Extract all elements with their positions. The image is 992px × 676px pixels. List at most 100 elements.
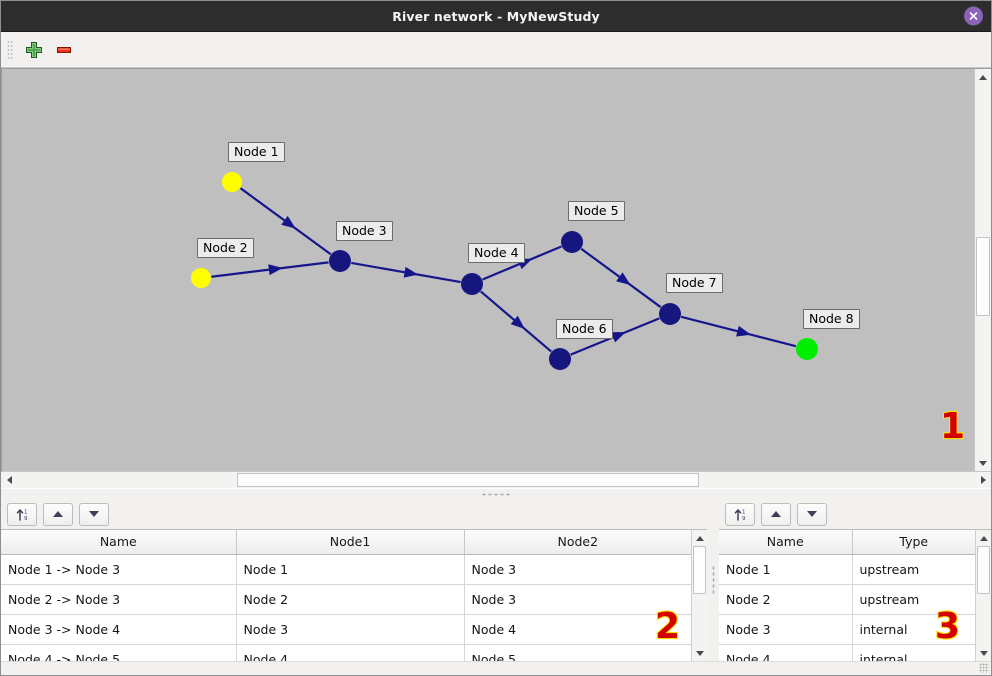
horizontal-scroll-track[interactable] xyxy=(17,472,975,488)
graph-node-node-3[interactable] xyxy=(329,250,351,272)
graph-node-node-7[interactable] xyxy=(659,303,681,325)
minus-icon xyxy=(57,46,71,53)
reaches-move-down-button[interactable] xyxy=(79,502,109,526)
reaches-cell-name[interactable]: Node 3 -> Node 4 xyxy=(1,614,237,645)
nodes-scroll-down-arrow[interactable] xyxy=(976,645,991,661)
reaches-cell-node1[interactable]: Node 2 xyxy=(236,584,465,615)
scroll-left-arrow[interactable] xyxy=(1,472,17,488)
graph-node-node-6[interactable] xyxy=(549,348,571,370)
reaches-vertical-scrollbar[interactable] xyxy=(691,530,708,661)
reaches-cell-node1[interactable]: Node 3 xyxy=(236,614,465,645)
reaches-cell-node2[interactable]: Node 3 xyxy=(464,554,692,585)
scroll-right-arrow[interactable] xyxy=(975,472,991,488)
scroll-down-arrow[interactable] xyxy=(975,455,991,471)
node-label-node-7[interactable]: Node 7 xyxy=(666,273,723,294)
window-title: River network - MyNewStudy xyxy=(392,8,600,24)
reaches-cell-name[interactable]: Node 4 -> Node 5 xyxy=(1,644,237,661)
diagram-area: Node 1 Node 2 Node 3 Node 4 Node 5 Node 6 Node… xyxy=(1,68,991,471)
reaches-scroll-up-arrow[interactable] xyxy=(692,530,708,546)
sort-icon: 1 9 xyxy=(16,508,28,522)
reaches-column-header-name[interactable]: Name xyxy=(1,530,237,555)
canvas-horizontal-scrollbar[interactable] xyxy=(1,471,991,488)
scroll-up-arrow[interactable] xyxy=(975,69,991,85)
reaches-column-header-node1[interactable]: Node1 xyxy=(236,530,465,555)
callout-3: 3 xyxy=(934,606,961,647)
nodes-move-down-button[interactable] xyxy=(797,502,827,526)
nodes-cell-type[interactable]: internal xyxy=(852,644,975,661)
sort-icon: 1 9 xyxy=(734,508,746,522)
graph-node-node-1[interactable] xyxy=(222,172,242,192)
vertical-splitter[interactable] xyxy=(707,499,719,661)
svg-text:1: 1 xyxy=(24,509,28,515)
toolbar-grip[interactable] xyxy=(7,39,14,60)
graph-node-node-2[interactable] xyxy=(191,268,211,288)
node-label-node-2[interactable]: Node 2 xyxy=(197,238,254,259)
network-canvas[interactable]: Node 1 Node 2 Node 3 Node 4 Node 5 Node 6 Node… xyxy=(1,68,974,471)
reaches-move-up-button[interactable] xyxy=(43,502,73,526)
node-label-node-3[interactable]: Node 3 xyxy=(336,221,393,242)
reaches-scroll-thumb[interactable] xyxy=(693,546,707,594)
horizontal-splitter[interactable] xyxy=(1,488,991,499)
nodes-cell-type[interactable]: upstream xyxy=(852,584,975,615)
canvas-vertical-scrollbar[interactable] xyxy=(974,68,991,471)
node-label-node-1[interactable]: Node 1 xyxy=(228,142,285,163)
reaches-scroll-track[interactable] xyxy=(692,546,708,645)
resize-grip[interactable] xyxy=(979,663,989,673)
vertical-scroll-thumb[interactable] xyxy=(976,237,990,316)
nodes-scroll-up-arrow[interactable] xyxy=(976,530,991,546)
reaches-cell-node2[interactable]: Node 4 xyxy=(464,614,692,645)
nodes-column-header-name[interactable]: Name xyxy=(719,530,853,555)
node-label-node-4[interactable]: Node 4 xyxy=(468,243,525,264)
reaches-cell-name[interactable]: Node 2 -> Node 3 xyxy=(1,584,237,615)
nodes-scroll-track[interactable] xyxy=(976,546,991,645)
reaches-cell-node2[interactable]: Node 3 xyxy=(464,584,692,615)
nodes-cell-name[interactable]: Node 2 xyxy=(719,584,853,615)
nodes-cell-name[interactable]: Node 4 xyxy=(719,644,853,661)
nodes-sort-button[interactable]: 1 9 xyxy=(725,502,755,526)
vsplitter-grip-dots xyxy=(711,565,715,595)
nodes-vertical-scrollbar[interactable] xyxy=(975,530,991,661)
nodes-cell-name[interactable]: Node 3 xyxy=(719,614,853,645)
horizontal-scroll-thumb[interactable] xyxy=(237,473,699,487)
node-label-node-6[interactable]: Node 6 xyxy=(556,319,613,340)
reaches-sort-button[interactable]: 1 9 xyxy=(7,502,37,526)
reaches-scroll-down-arrow[interactable] xyxy=(692,645,708,661)
nodes-cell-type[interactable]: upstream xyxy=(852,554,975,585)
reaches-cell-node1[interactable]: Node 1 xyxy=(236,554,465,585)
node-label-node-8[interactable]: Node 8 xyxy=(803,309,860,330)
nodes-move-up-button[interactable] xyxy=(761,502,791,526)
vertical-scroll-track[interactable] xyxy=(975,85,991,455)
reaches-cell-node1[interactable]: Node 4 xyxy=(236,644,465,661)
close-icon[interactable] xyxy=(964,6,983,26)
nodes-cell-type[interactable]: internal xyxy=(852,614,975,645)
reaches-cell-node2[interactable]: Node 5 xyxy=(464,644,692,661)
node-label-node-5[interactable]: Node 5 xyxy=(568,201,625,222)
nodes-scroll-thumb[interactable] xyxy=(977,546,990,594)
graph-node-node-5[interactable] xyxy=(561,231,583,253)
reaches-column-header-node2[interactable]: Node2 xyxy=(464,530,692,555)
remove-node-button[interactable] xyxy=(49,35,79,65)
graph-node-node-8[interactable] xyxy=(796,338,818,360)
nodes-cell-name[interactable]: Node 1 xyxy=(719,554,853,585)
reaches-cell-name[interactable]: Node 1 -> Node 3 xyxy=(1,554,237,585)
graph-node-node-4[interactable] xyxy=(461,273,483,295)
add-node-button[interactable] xyxy=(19,35,49,65)
nodes-column-header-type[interactable]: Type xyxy=(852,530,975,555)
